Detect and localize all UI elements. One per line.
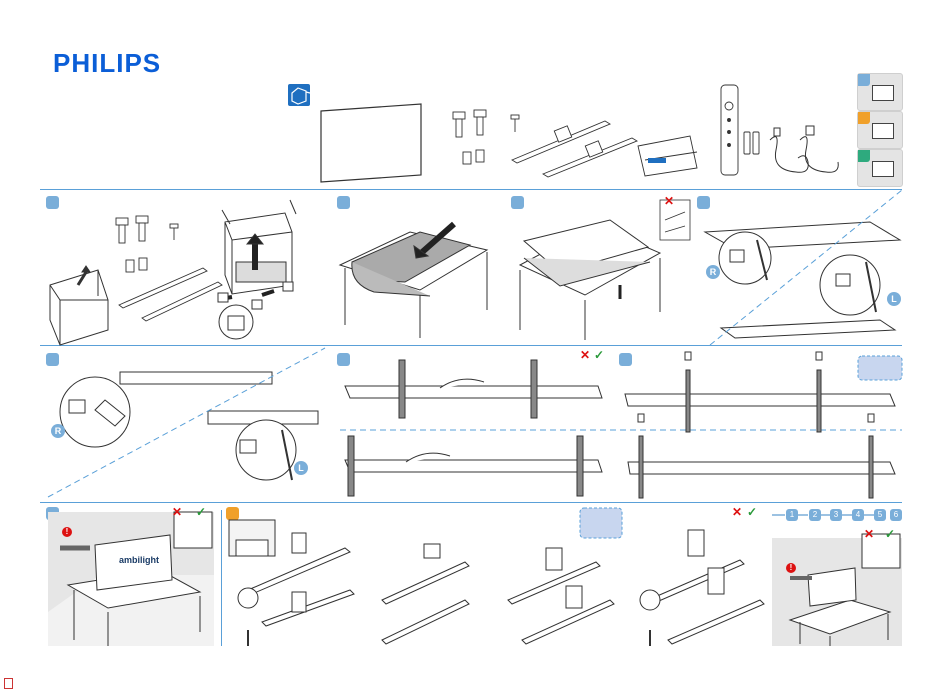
- cross-icon: ✕: [664, 195, 674, 207]
- warning-icon: !: [786, 563, 796, 573]
- manual-icon: [638, 136, 697, 176]
- sequence-step-4: 4: [852, 509, 864, 521]
- bracket-detail-illustration: [60, 372, 318, 480]
- right-side-marker: R: [706, 265, 720, 279]
- check-icon: ✓: [594, 349, 604, 361]
- sequence-step-6: 6: [890, 509, 902, 521]
- power-cord-icon: [770, 126, 838, 172]
- left-side-marker: L: [887, 292, 901, 306]
- sequence-step-5: 5: [874, 509, 886, 521]
- remote-icon: [721, 85, 738, 175]
- warning-icon: !: [62, 527, 72, 537]
- box-open-icon: [288, 84, 314, 106]
- sequence-step-3: 3: [830, 509, 842, 521]
- ambilight-label: ambilight: [119, 555, 159, 565]
- ambilight-room-illustration: [48, 512, 214, 646]
- check-icon: ✓: [196, 506, 206, 518]
- stand-insert-illustration: [625, 352, 902, 498]
- parts-illustration: [116, 216, 222, 321]
- sequence-step-1: 1: [786, 509, 798, 521]
- screw-icon: [511, 115, 519, 132]
- tv-facedown-illustration: [520, 220, 660, 340]
- stand-slide-illustration: [345, 360, 602, 496]
- box-illustration: [50, 266, 108, 345]
- cross-icon: ✕: [732, 506, 742, 518]
- tv-panel-icon: [321, 104, 421, 182]
- foot-assembly-illustration: [229, 508, 764, 646]
- table-blanket-illustration: [340, 224, 487, 338]
- box-lift-illustration: [218, 200, 296, 339]
- stand-feet-icon: [453, 110, 486, 164]
- left-side-marker: L: [294, 461, 308, 475]
- cross-icon: ✕: [172, 506, 182, 518]
- batteries-icon: [744, 132, 759, 154]
- pdf-icon: [4, 678, 13, 689]
- check-icon: ✓: [747, 506, 757, 518]
- check-icon: ✓: [885, 528, 895, 540]
- bracket-attach-illustration: [705, 222, 900, 338]
- stand-bar-icon: [512, 121, 637, 177]
- final-room-illustration: [772, 534, 902, 646]
- cross-icon: ✕: [864, 528, 874, 540]
- sequence-step-2: 2: [809, 509, 821, 521]
- right-side-marker: R: [51, 424, 65, 438]
- cross-icon: ✕: [580, 349, 590, 361]
